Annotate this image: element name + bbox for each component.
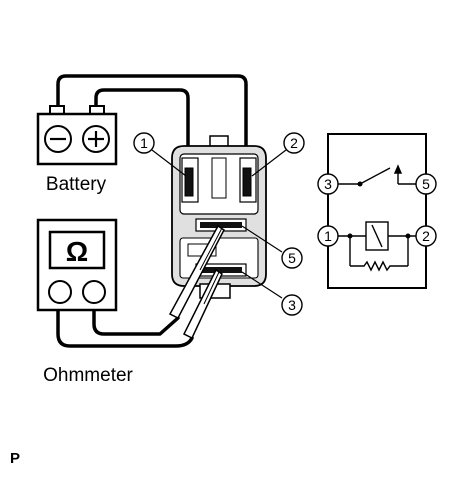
- svg-text:2: 2: [290, 135, 298, 151]
- svg-text:1: 1: [324, 228, 332, 244]
- svg-text:5: 5: [422, 176, 430, 192]
- svg-text:5: 5: [288, 250, 296, 266]
- svg-text:2: 2: [422, 228, 430, 244]
- schematic-coil: [338, 221, 418, 272]
- schematic-terminal-3: 3: [317, 173, 339, 195]
- schematic-frame: [327, 133, 427, 289]
- battery: Battery: [36, 105, 118, 195]
- wire-ohmmeter-to-terminal-5: [92, 306, 180, 336]
- svg-text:1: 1: [140, 135, 148, 151]
- callout-terminal-3: 3: [281, 294, 303, 316]
- svg-text:3: 3: [324, 176, 332, 192]
- schematic-terminal-5: 5: [415, 173, 437, 195]
- wire-battery-neg-to-terminal-2: [56, 74, 248, 192]
- callout-terminal-1: 1: [133, 132, 155, 154]
- ohm-icon: Ω: [66, 236, 88, 267]
- schematic-terminal-2: 2: [415, 225, 437, 247]
- ohmmeter-display: [48, 230, 106, 270]
- corner-mark: P: [10, 450, 20, 467]
- test-probes: [168, 224, 225, 340]
- wire-battery-pos-to-terminal-1: [94, 88, 190, 192]
- ohmmeter-jack-left: [48, 280, 72, 304]
- schematic-resistor: [350, 260, 408, 272]
- ohmmeter-label: Ohmmeter: [43, 365, 133, 386]
- svg-text:3: 3: [288, 297, 296, 313]
- callout-terminal-5: 5: [281, 247, 303, 269]
- battery-label: Battery: [46, 174, 107, 195]
- callout-terminal-2: 2: [283, 132, 305, 154]
- relay-callouts: [151, 149, 287, 299]
- relay-schematic: 3 5 1 2: [317, 133, 437, 289]
- wire-ohmmeter-to-terminal-3: [56, 306, 194, 348]
- ohmmeter-jack-right: [82, 280, 106, 304]
- schematic-terminal-1: 1: [317, 225, 339, 247]
- relay: [171, 135, 267, 299]
- ohmmeter: Ω Ohmmeter: [36, 218, 134, 386]
- schematic-switch: [338, 164, 418, 185]
- wiring: [56, 74, 248, 348]
